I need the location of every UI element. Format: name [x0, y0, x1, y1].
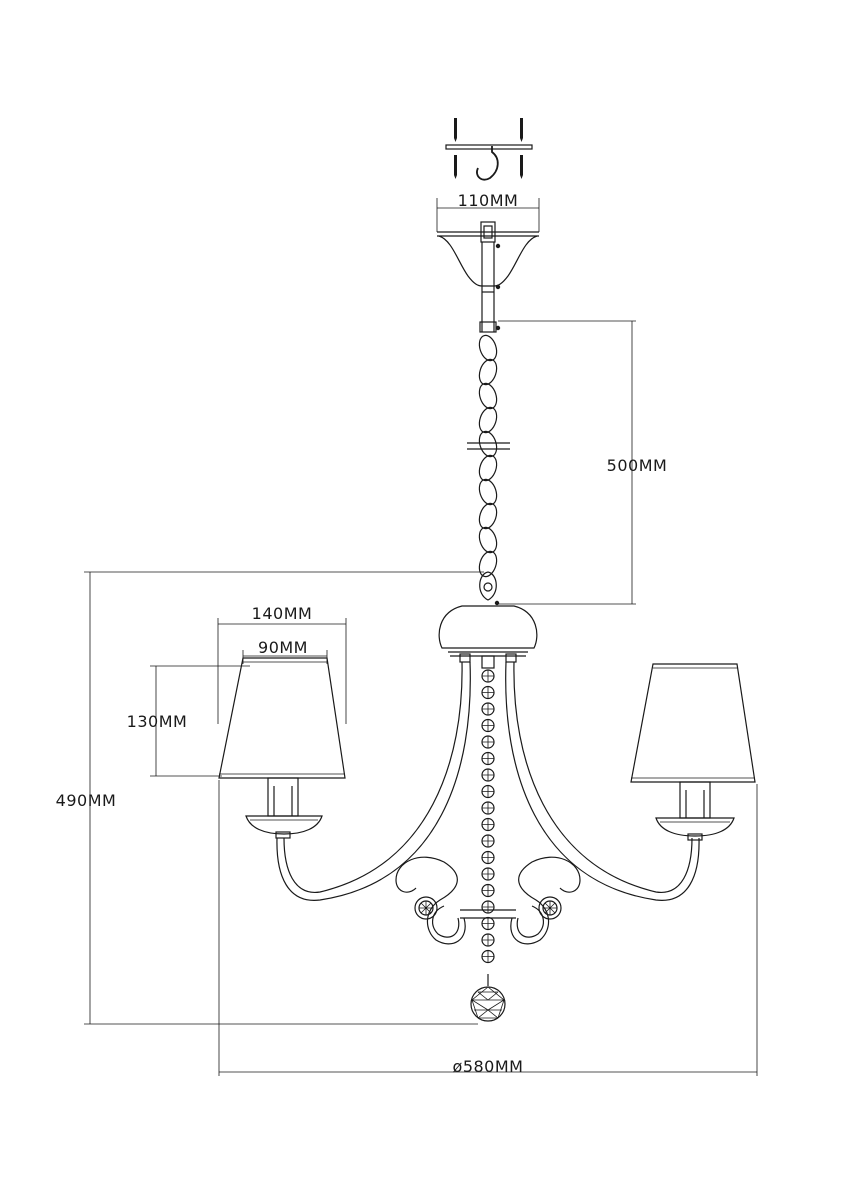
crystal-bead-facet: [482, 934, 494, 946]
ceiling-canopy: [437, 221, 539, 333]
chain-link: [478, 454, 498, 482]
chain-link: [478, 382, 498, 410]
diameter-label: ø580MM: [453, 1057, 524, 1076]
shade-bottom-width-label: 140MM: [252, 604, 313, 623]
crystal-ball: [470, 974, 506, 1022]
diameter-dimension: ø580MM: [218, 780, 758, 1076]
scroll-decoration-right: [510, 856, 581, 945]
scroll-decoration-left: [395, 856, 466, 945]
crystal-bead-facet: [482, 818, 494, 831]
total-height-dimension: 490MM: [56, 571, 484, 1025]
crystal-bead-facet: [482, 719, 494, 732]
shade-height-label: 130MM: [127, 712, 188, 731]
crystal-bead-string: [481, 669, 495, 964]
lamp-left: [218, 657, 346, 839]
crystal-bead-facet: [482, 769, 494, 781]
crystal-bead-facet: [482, 785, 494, 798]
crystal-bead-facet: [482, 868, 494, 880]
crystal-bead-facet: [482, 686, 494, 699]
mounting-screws: [454, 118, 523, 179]
lamp-right: [630, 663, 756, 841]
screw-bottom-left: [454, 155, 457, 179]
mounting-bracket: [445, 144, 533, 150]
crystal-bead-facet: [482, 703, 494, 715]
chain-link: [478, 550, 498, 578]
chain-link: [478, 478, 498, 506]
screw-top-left: [454, 118, 457, 142]
chain-link: [478, 358, 498, 386]
canopy-width-dimension: 110MM: [436, 191, 540, 232]
crystal-bead-facet: [482, 851, 494, 864]
lampshade-left: [218, 657, 346, 779]
crystal-bead-facet: [482, 752, 494, 765]
lampshade-right: [630, 663, 756, 783]
mounting-hardware: [445, 118, 533, 181]
shade-top-width-dimension: 90MM: [242, 638, 328, 664]
screw-bottom-right: [520, 155, 523, 179]
total-height-label: 490MM: [56, 791, 117, 810]
crystal-bead-facet: [482, 802, 494, 814]
chain-link: [478, 334, 498, 362]
chain: [478, 334, 498, 578]
chain-length-dimension: 500MM: [498, 320, 668, 605]
chain-link: [478, 526, 498, 554]
crystal-bead-facet: [482, 901, 494, 913]
ceiling-hook: [476, 146, 499, 181]
shade-top-width-label: 90MM: [258, 638, 308, 657]
chain-link: [478, 406, 498, 434]
crystal-bead-facet: [482, 917, 494, 930]
shade-bottom-width-dimension: 140MM: [217, 604, 347, 724]
chain-link: [478, 502, 498, 530]
crystal-bead-facet: [482, 950, 494, 963]
shade-height-dimension: 130MM: [127, 665, 250, 777]
crystal-bead-facet: [482, 670, 494, 682]
chain-length-label: 500MM: [607, 456, 668, 475]
canopy-width-label: 110MM: [458, 191, 519, 210]
screw-top-right: [520, 118, 523, 142]
chain-break-mark: [467, 442, 510, 450]
fixture-body: [438, 571, 538, 669]
crystal-bead-facet: [482, 835, 494, 847]
crystal-bead-facet: [482, 736, 494, 748]
crystal-bead-facet: [482, 884, 494, 897]
lamp-arms: [276, 661, 700, 919]
chain-link: [478, 430, 498, 458]
